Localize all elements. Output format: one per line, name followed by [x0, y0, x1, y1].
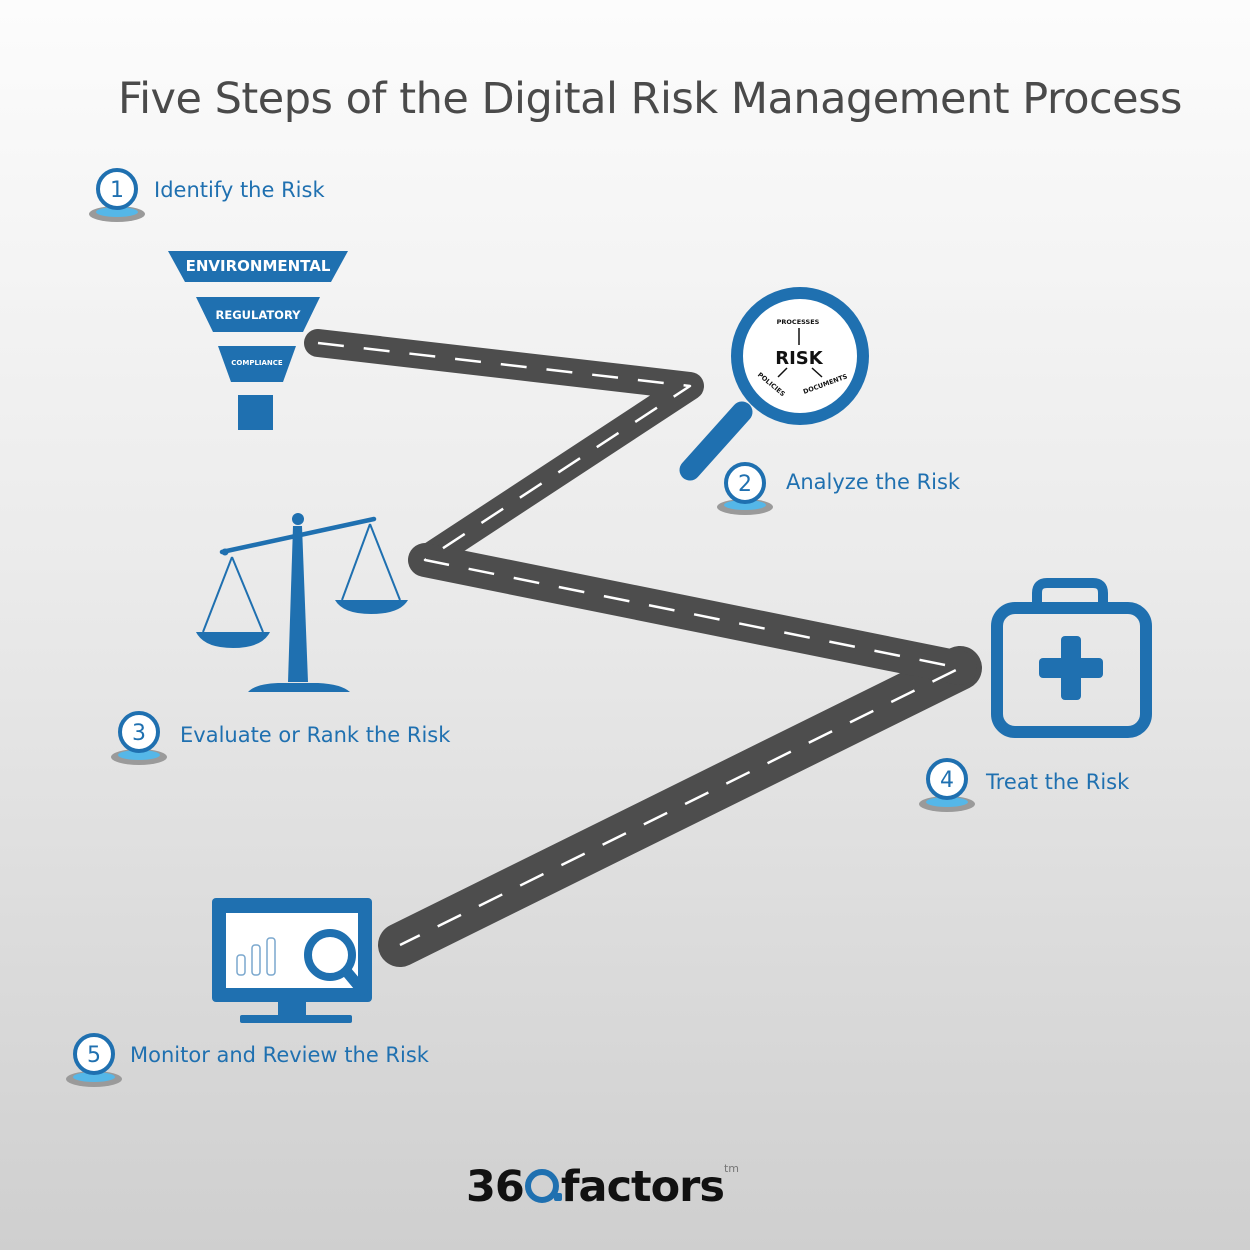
monitor-analytics-icon	[212, 898, 372, 1023]
funnel-label-environmental: ENVIRONMENTAL	[186, 257, 331, 275]
step-5-pin: 5	[66, 1033, 122, 1087]
brand-logo: 36 factorstm	[466, 1162, 739, 1212]
step-1-pin: 1	[89, 168, 145, 222]
step-5-label: Monitor and Review the Risk	[130, 1043, 429, 1067]
logo-prefix: 36	[466, 1162, 525, 1212]
first-aid-kit-icon	[991, 578, 1152, 738]
funnel-icon: ENVIRONMENTAL REGULATORY COMPLIANCE	[168, 251, 348, 430]
magnifier-top-label: PROCESSES	[777, 318, 820, 326]
funnel-label-regulatory: REGULATORY	[216, 308, 302, 322]
step-3-number: 3	[132, 721, 146, 746]
magnifier-center-label: RISK	[775, 348, 824, 369]
logo-suffix: factors	[560, 1162, 725, 1212]
step-2-pin: 2	[717, 462, 773, 515]
step-5-number: 5	[87, 1043, 101, 1068]
step-4-number: 4	[940, 768, 954, 793]
logo-trademark: tm	[723, 1162, 739, 1175]
step-1-number: 1	[110, 178, 124, 203]
scales-icon	[196, 513, 408, 692]
step-2-label: Analyze the Risk	[786, 470, 961, 494]
step-1-label: Identify the Risk	[154, 178, 325, 202]
step-4-pin: 4	[919, 758, 975, 812]
step-3-pin: 3	[111, 711, 167, 765]
logo-ring-icon	[524, 1169, 562, 1203]
page-title: Five Steps of the Digital Risk Managemen…	[118, 74, 1182, 124]
step-4-label: Treat the Risk	[986, 770, 1130, 794]
funnel-label-compliance: COMPLIANCE	[231, 359, 283, 367]
step-3-label: Evaluate or Rank the Risk	[180, 723, 451, 747]
step-2-number: 2	[738, 472, 752, 497]
magnifier-icon: RISK PROCESSES POLICIES DOCUMENTS	[679, 287, 869, 481]
road-icon	[304, 329, 982, 967]
